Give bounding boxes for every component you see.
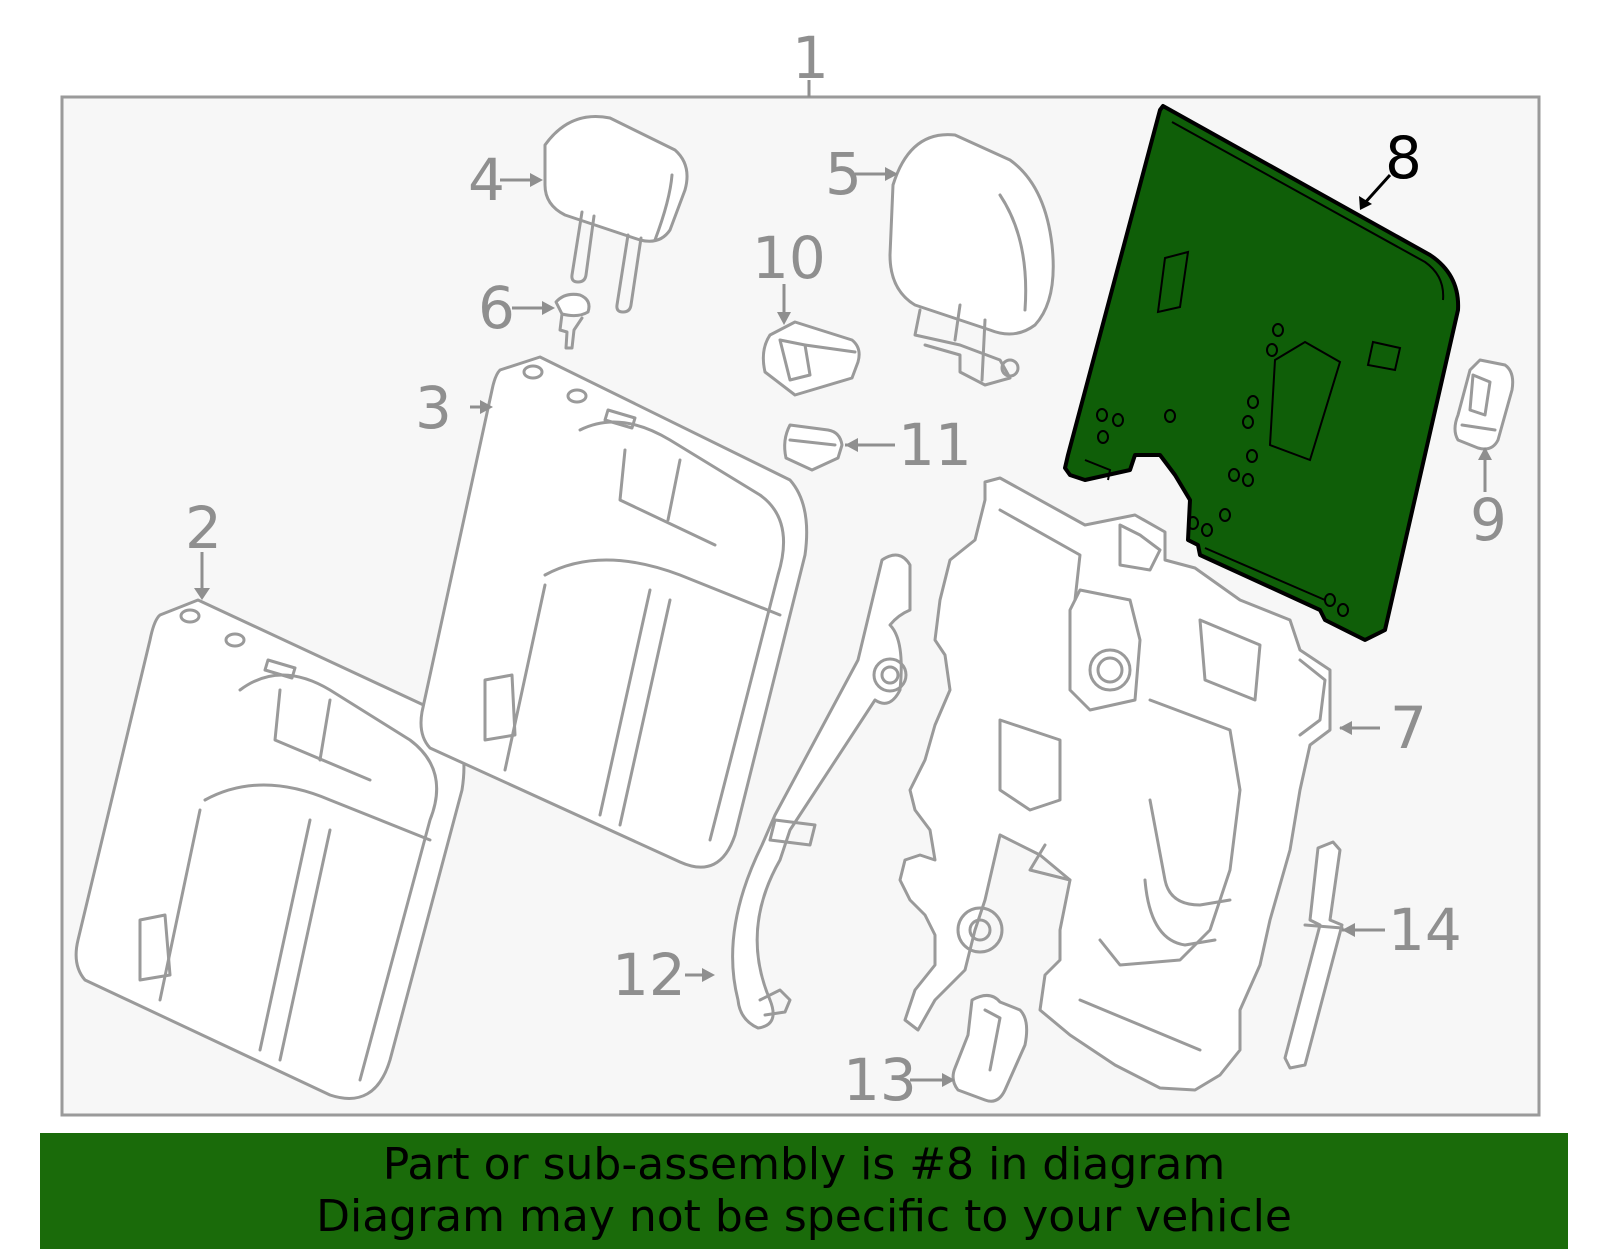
svg-text:1: 1 [792, 24, 829, 92]
part-3-seat-back-center[interactable] [419, 355, 809, 869]
callout-10[interactable]: 10 [752, 224, 826, 325]
part-14-trim-strip[interactable] [1283, 840, 1344, 1070]
svg-text:6: 6 [478, 274, 515, 342]
callout-14[interactable]: 14 [1342, 896, 1462, 964]
callout-1[interactable]: 1 [792, 24, 829, 97]
callout-11[interactable]: 11 [845, 411, 972, 479]
callout-8[interactable]: 8 [1359, 124, 1422, 210]
callout-9[interactable]: 9 [1470, 447, 1507, 554]
callout-2[interactable]: 2 [185, 494, 222, 600]
part-8-seat-back-panel[interactable] [1063, 104, 1461, 642]
part-2-seat-back-left[interactable] [74, 598, 466, 1100]
svg-text:7: 7 [1390, 694, 1427, 762]
callout-6[interactable]: 6 [478, 274, 555, 342]
part-4-headrest-left[interactable] [543, 115, 689, 314]
part-13-hinge-cover[interactable] [951, 994, 1029, 1103]
svg-text:2: 2 [185, 494, 222, 562]
svg-text:8: 8 [1385, 124, 1422, 192]
svg-text:13: 13 [843, 1046, 917, 1114]
banner-line-disclaimer: Diagram may not be specific to your vehi… [316, 1191, 1292, 1242]
svg-text:10: 10 [752, 224, 826, 292]
callout-4[interactable]: 4 [468, 146, 543, 214]
svg-text:5: 5 [825, 140, 862, 208]
callout-12[interactable]: 12 [612, 941, 715, 1009]
svg-text:12: 12 [612, 941, 686, 1009]
info-banner: Part or sub-assembly is #8 in diagram Di… [40, 1133, 1568, 1249]
part-10-latch-cover[interactable] [761, 320, 861, 397]
callout-3[interactable]: 3 [415, 374, 493, 442]
callout-7[interactable]: 7 [1339, 694, 1427, 762]
svg-text:4: 4 [468, 146, 505, 214]
part-12-belt-guide[interactable] [731, 553, 912, 1030]
svg-text:14: 14 [1388, 896, 1462, 964]
part-11-clip[interactable] [783, 423, 844, 472]
part-6-headrest-guide[interactable] [554, 292, 591, 350]
banner-line-part-number: Part or sub-assembly is #8 in diagram [382, 1139, 1226, 1190]
svg-text:3: 3 [415, 374, 452, 442]
callout-5[interactable]: 5 [825, 140, 898, 208]
part-9-latch[interactable] [1453, 358, 1515, 451]
part-5-headrest-right[interactable] [888, 133, 1055, 387]
svg-text:11: 11 [898, 411, 972, 479]
callout-13[interactable]: 13 [843, 1046, 955, 1114]
svg-text:9: 9 [1470, 486, 1507, 554]
part-7-seat-frame[interactable] [898, 476, 1332, 1092]
